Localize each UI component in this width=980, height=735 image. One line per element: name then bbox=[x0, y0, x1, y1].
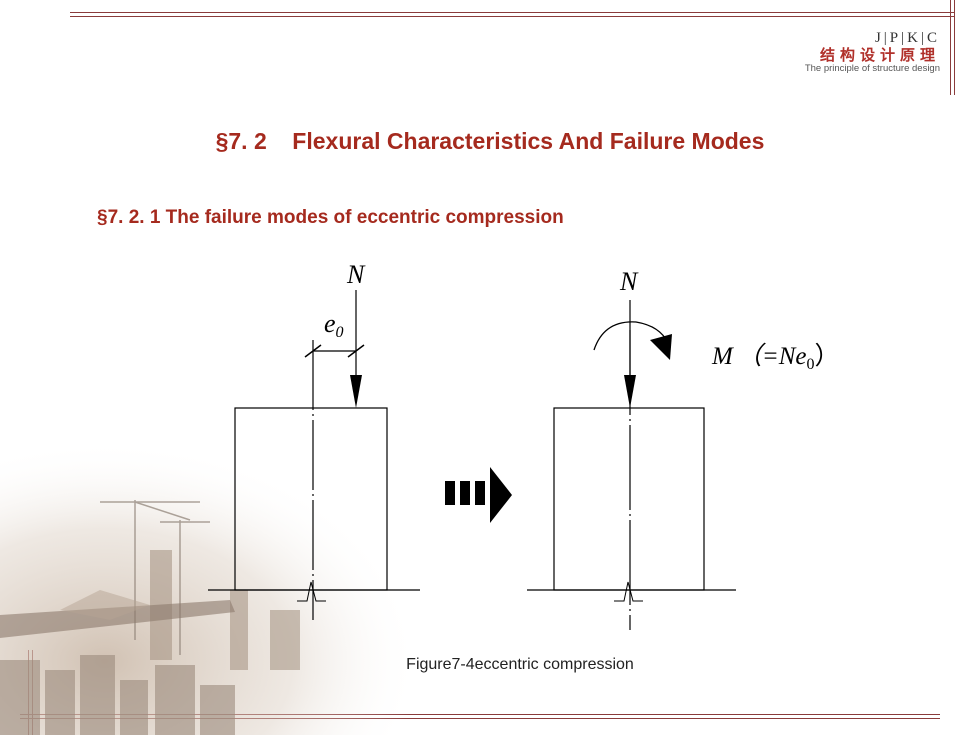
eccentricity-tick-right bbox=[347, 344, 365, 358]
bottom-frame-line bbox=[20, 714, 940, 715]
moment-arc bbox=[593, 321, 669, 351]
course-logo: J|P|K|C 结构设计原理 The principle of structur… bbox=[805, 30, 940, 74]
left-force-label: N bbox=[346, 260, 366, 289]
eccentricity-tick-left bbox=[304, 344, 322, 358]
right-column-outline bbox=[553, 407, 705, 591]
logo-chinese-title: 结构设计原理 bbox=[819, 46, 940, 64]
top-frame-line bbox=[70, 12, 955, 13]
right-force-label: N bbox=[619, 267, 639, 296]
right-force-arrowhead bbox=[624, 375, 636, 408]
eccentricity-label: e0 bbox=[324, 309, 344, 341]
construction-photo bbox=[0, 440, 420, 735]
logo-english-title: The principle of structure design bbox=[804, 63, 940, 74]
eccentricity-letter: e bbox=[324, 309, 336, 338]
right-break-symbol bbox=[614, 581, 643, 602]
left-force-arrowhead bbox=[350, 375, 362, 408]
top-frame-line-2 bbox=[70, 16, 955, 17]
moment-letter: M bbox=[711, 343, 734, 370]
transform-arrow bbox=[445, 467, 512, 523]
right-frame-line bbox=[950, 0, 951, 95]
moment-eq-close: ） bbox=[814, 342, 839, 370]
moment-arrowhead bbox=[650, 334, 672, 360]
left-break-symbol bbox=[297, 581, 326, 602]
moment-label: M（=Ne0） bbox=[711, 342, 840, 373]
moment-eq-subscript: 0 bbox=[806, 356, 814, 373]
logo-letters: J|P|K|C bbox=[874, 30, 940, 46]
left-column-outline bbox=[234, 407, 388, 591]
section-subtitle: §7. 2. 1 The failure modes of eccentric … bbox=[97, 207, 564, 228]
figure-caption: Figure7-4eccentric compression bbox=[406, 656, 634, 673]
right-frame-line-2 bbox=[954, 0, 955, 95]
bottom-frame-line-2 bbox=[20, 718, 940, 719]
slide-title: §7. 2 Flexural Characteristics And Failu… bbox=[215, 128, 765, 154]
moment-eq-open: （=Ne bbox=[737, 342, 807, 370]
eccentricity-subscript: 0 bbox=[336, 324, 344, 341]
